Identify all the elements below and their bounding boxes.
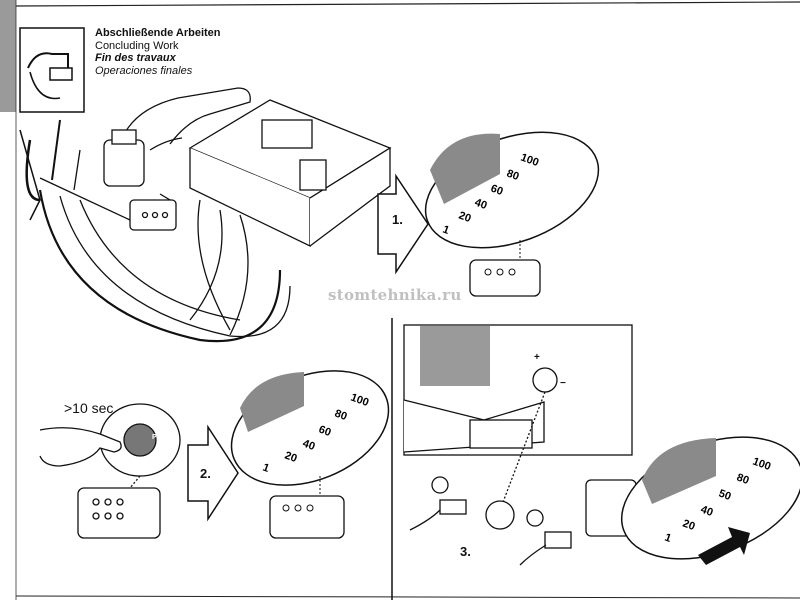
scale-top-1: 1 bbox=[441, 224, 451, 237]
scale-left-100: 100 bbox=[349, 392, 370, 410]
scale-left-40: 40 bbox=[301, 438, 317, 453]
scale-top-20: 20 bbox=[457, 210, 473, 225]
scale-right-40: 40 bbox=[699, 504, 715, 519]
step-2-label: 2. bbox=[200, 466, 211, 481]
scale-right-1: 1 bbox=[663, 532, 673, 545]
step-1-label: 1. bbox=[392, 212, 403, 227]
scale-right-100: 100 bbox=[751, 456, 772, 474]
adjustment-detail: + − bbox=[403, 324, 637, 566]
title-english: Concluding Work bbox=[95, 39, 179, 52]
scale-top-100: 100 bbox=[519, 152, 540, 170]
title-german: Abschließende Arbeiten bbox=[95, 27, 221, 39]
unit-pictogram-icon bbox=[19, 27, 85, 113]
step-3-label: 3. bbox=[460, 544, 471, 559]
scale-right-80: 80 bbox=[735, 472, 751, 487]
svg-text:−: − bbox=[560, 378, 566, 389]
scale-left-60: 60 bbox=[317, 424, 333, 439]
power-scale-callout-right: 100 80 50 40 20 1 bbox=[620, 436, 800, 565]
scale-left-80: 80 bbox=[333, 408, 349, 423]
pdo-button-label: PDO bbox=[152, 434, 168, 441]
scale-top-40: 40 bbox=[473, 197, 489, 212]
scale-top-60: 60 bbox=[489, 183, 505, 198]
power-scale-callout-left: 100 80 60 40 20 1 bbox=[230, 370, 390, 539]
scale-left-20: 20 bbox=[283, 450, 299, 465]
scale-left-1: 1 bbox=[261, 462, 271, 475]
step-arrow-2 bbox=[187, 424, 239, 522]
scale-right-50: 50 bbox=[717, 488, 733, 503]
watermark: stomtehnika.ru bbox=[328, 286, 462, 304]
hold-time-label: >10 sec bbox=[64, 400, 114, 416]
title-french: Fin des travaux bbox=[95, 52, 176, 64]
power-scale-callout-top: 100 80 60 40 20 1 bbox=[424, 131, 600, 297]
title-spanish: Operaciones finales bbox=[95, 64, 193, 77]
dental-unit-drawing bbox=[19, 87, 392, 343]
section-header: Abschließende Arbeiten Concluding Work F… bbox=[95, 27, 221, 77]
scale-right-20: 20 bbox=[681, 518, 697, 533]
svg-text:+: + bbox=[534, 352, 540, 363]
step-arrow-1 bbox=[377, 173, 429, 275]
scale-top-80: 80 bbox=[505, 168, 521, 183]
hand-press-callout bbox=[39, 403, 181, 539]
